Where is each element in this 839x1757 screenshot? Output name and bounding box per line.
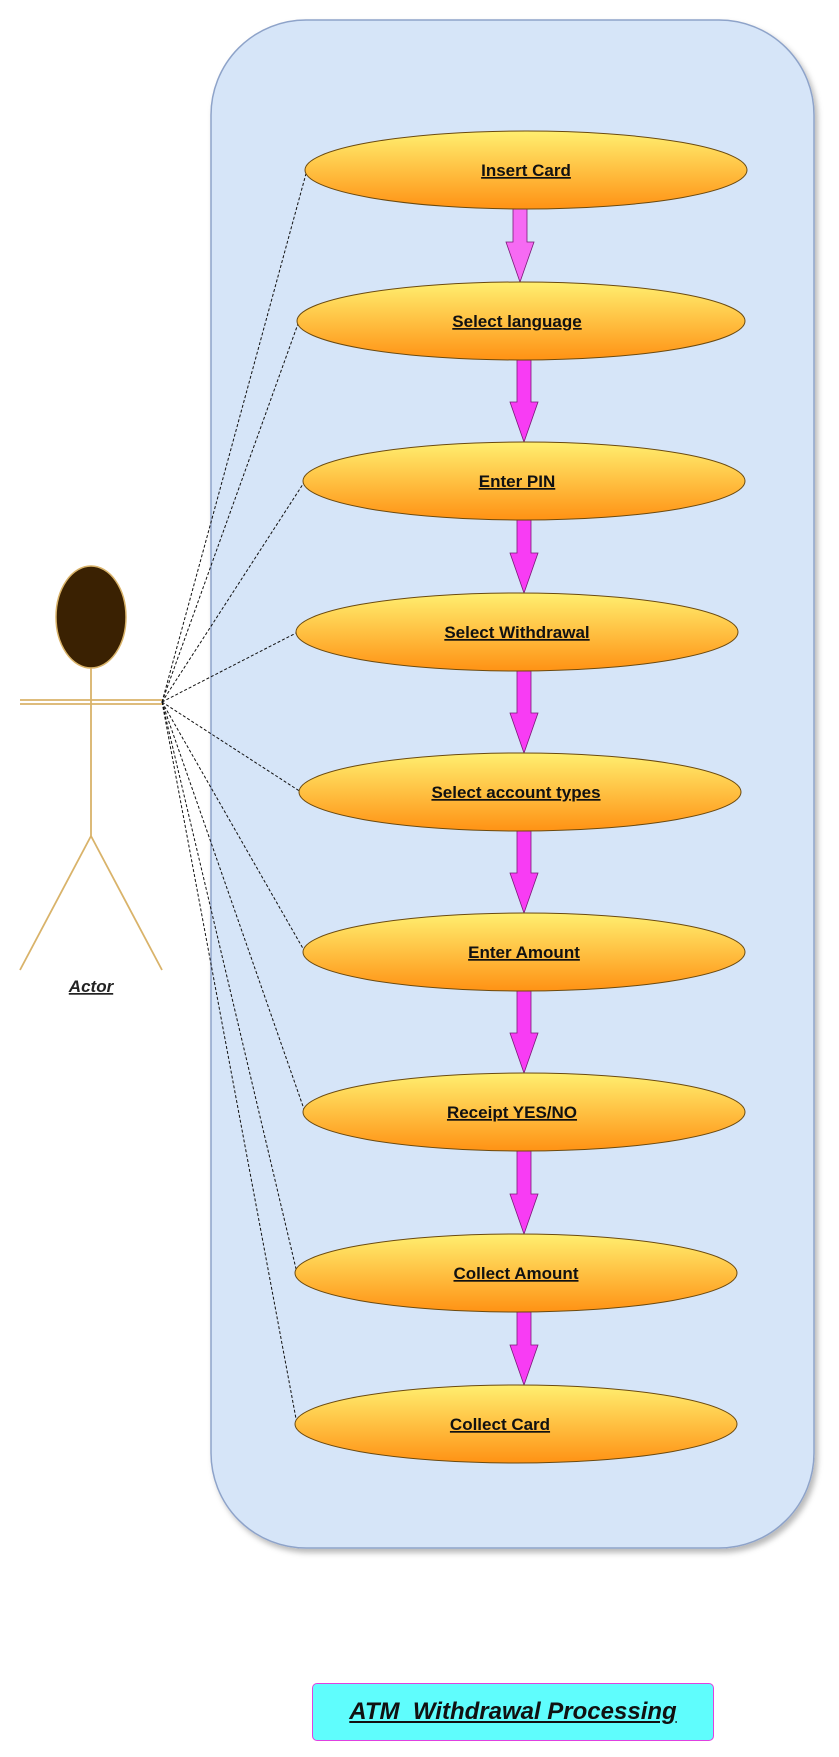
association-line	[161, 480, 306, 703]
flow-arrows	[505, 208, 539, 1387]
flow-arrow	[509, 990, 539, 1075]
actor: Actor	[19, 565, 163, 996]
flow-arrow	[509, 670, 539, 755]
association-line	[161, 701, 298, 1274]
use-case-label: Enter Amount	[468, 943, 580, 962]
association-line	[161, 169, 308, 703]
association-line	[161, 701, 298, 1425]
association-line	[161, 320, 300, 703]
association-lines	[161, 169, 308, 1425]
use-case-label: Insert Card	[481, 161, 571, 180]
use-case-label: Enter PIN	[479, 472, 556, 491]
use-case-label: Collect Amount	[454, 1264, 579, 1283]
flow-arrow	[505, 208, 535, 284]
use-case-ellipse	[294, 1233, 738, 1313]
use-case-ellipse	[294, 1384, 738, 1464]
use-case-label: Receipt YES/NO	[447, 1103, 577, 1122]
flow-arrow	[509, 830, 539, 915]
use-case-label: Collect Card	[450, 1415, 550, 1434]
use-case-ellipse	[296, 281, 746, 361]
diagram-title: ATM Withdrawal Processing	[349, 1698, 677, 1725]
actor-label: Actor	[68, 977, 115, 996]
association-line	[161, 701, 302, 793]
association-line	[161, 701, 306, 1113]
use-case-ellipse	[304, 130, 748, 210]
use-case-ellipse	[302, 1072, 746, 1152]
use-case-ellipse	[302, 912, 746, 992]
use-case-label: Select account types	[431, 783, 600, 802]
flow-arrow	[509, 359, 539, 444]
flow-arrow	[509, 1311, 539, 1387]
use-case-ellipse	[302, 441, 746, 521]
use-case-label: Select language	[452, 312, 581, 331]
diagram-title-box: ATM Withdrawal Processing	[312, 1683, 714, 1741]
actor-body	[19, 668, 163, 971]
use-case-label: Select Withdrawal	[444, 623, 589, 642]
association-line	[161, 701, 306, 953]
association-line	[161, 631, 299, 703]
use-case-ellipse	[298, 752, 742, 832]
use-case-ellipse	[295, 592, 739, 672]
flow-arrow	[509, 519, 539, 595]
actor-head	[55, 565, 127, 669]
flow-arrow	[509, 1150, 539, 1236]
